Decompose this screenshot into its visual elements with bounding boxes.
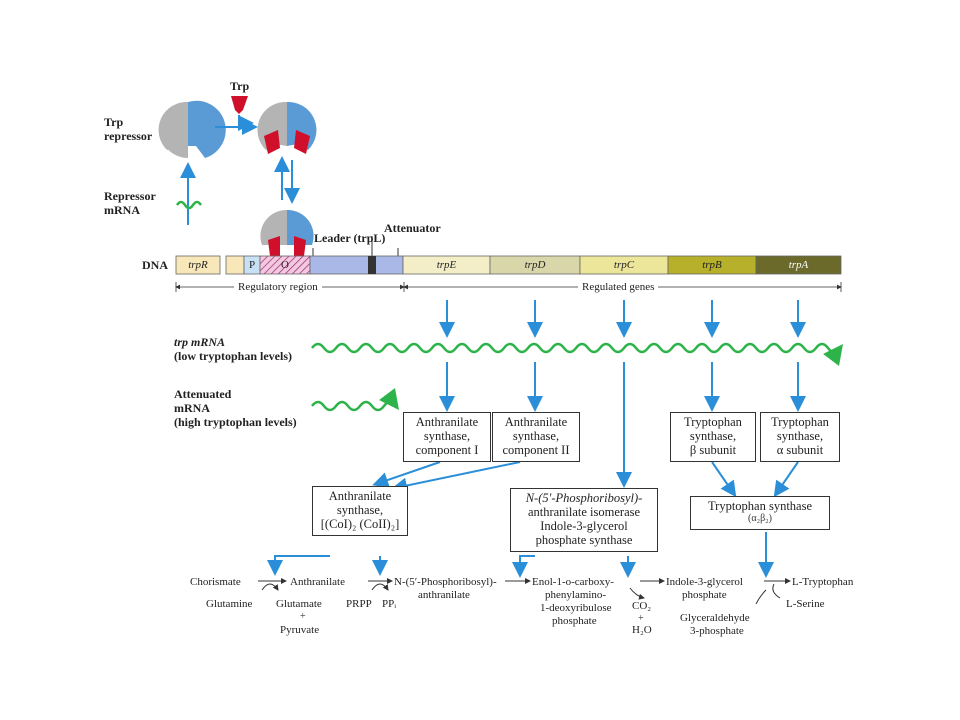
pr-anthranilate-2: anthranilate [418,589,470,601]
g3p-1: Glyceraldehyde [680,612,750,624]
trp-molecule-icon [231,96,248,114]
repressor-label-1: Trp [104,115,124,129]
trp-mrna-condition: (low tryptophan levels) [174,349,292,363]
regulatory-region-label: Regulatory region [234,281,322,293]
enol-1: Enol-1-o-carboxy- [532,576,614,588]
ppi: PPᵢ [382,598,397,610]
l-serine: L-Serine [786,598,825,610]
igp-2: phosphate [682,589,727,601]
gene-trpR: trpR [188,259,208,271]
glutamate: Glutamate [276,598,322,610]
gene-trpD: trpD [524,259,546,271]
gene-trpC: trpC [613,259,635,271]
enol-3: 1-deoxyribulose [540,602,612,614]
repressor-mrna-label-1: Repressor [104,189,156,203]
gene-trpB: trpB [702,259,722,271]
operator-bound-repressor-icon [260,209,314,256]
enol-4: phosphate [552,615,597,627]
enol-2: phenylamino- [545,589,607,601]
attenuator-label: Attenuator [384,221,441,235]
dna-bar [175,255,842,275]
pyruvate: Pyruvate [280,624,320,636]
attenuated-mrna-wave [311,388,400,412]
l-tryptophan: L-Tryptophan [792,576,854,588]
prpp: PRPP [346,598,372,610]
gene-trpE: trpE [436,259,457,271]
chorismate: Chorismate [190,576,241,588]
glutamine: Glutamine [206,598,253,610]
repressor-label-2: repressor [104,129,153,143]
tryptophan-synthase-complex: Tryptophan synthase(α₂β₂) [690,496,830,530]
igp-1: Indole-3-glycerol [666,576,743,588]
trp-mrna-label: trp mRNA [174,335,226,349]
attenuated-mrna-label-2: mRNA [174,401,210,415]
leader-label: Leader (trpL) [314,231,386,245]
anthranilate: Anthranilate [290,576,345,588]
regulated-genes-label: Regulated genes [578,281,659,293]
dna-label: DNA [142,258,168,272]
h2o: H₂O [632,624,652,636]
bound-repressor-icon [257,101,317,154]
trp-mrna-wave [311,342,844,366]
trp-label: Trp [230,79,250,93]
gene-trpA: trpA [788,259,809,271]
co2: CO₂ [632,600,652,612]
pr-anthranilate-isomerase-igp-synthase: N-(5′-Phosphoribosyl)-anthranilate isome… [510,488,658,552]
attenuated-mrna-condition: (high tryptophan levels) [174,415,297,429]
free-repressor-icon [158,100,226,158]
repressor-mrna-label-2: mRNA [104,203,140,217]
promoter-P: P [248,259,256,271]
plus-1: + [300,611,306,622]
attenuated-mrna-label-1: Attenuated [174,387,232,401]
operator-O: O [281,259,289,271]
plus-2: + [638,613,644,624]
pr-anthranilate-1: N-(5′-Phosphoribosyl)- [394,576,497,588]
g3p-2: 3-phosphate [690,625,744,637]
